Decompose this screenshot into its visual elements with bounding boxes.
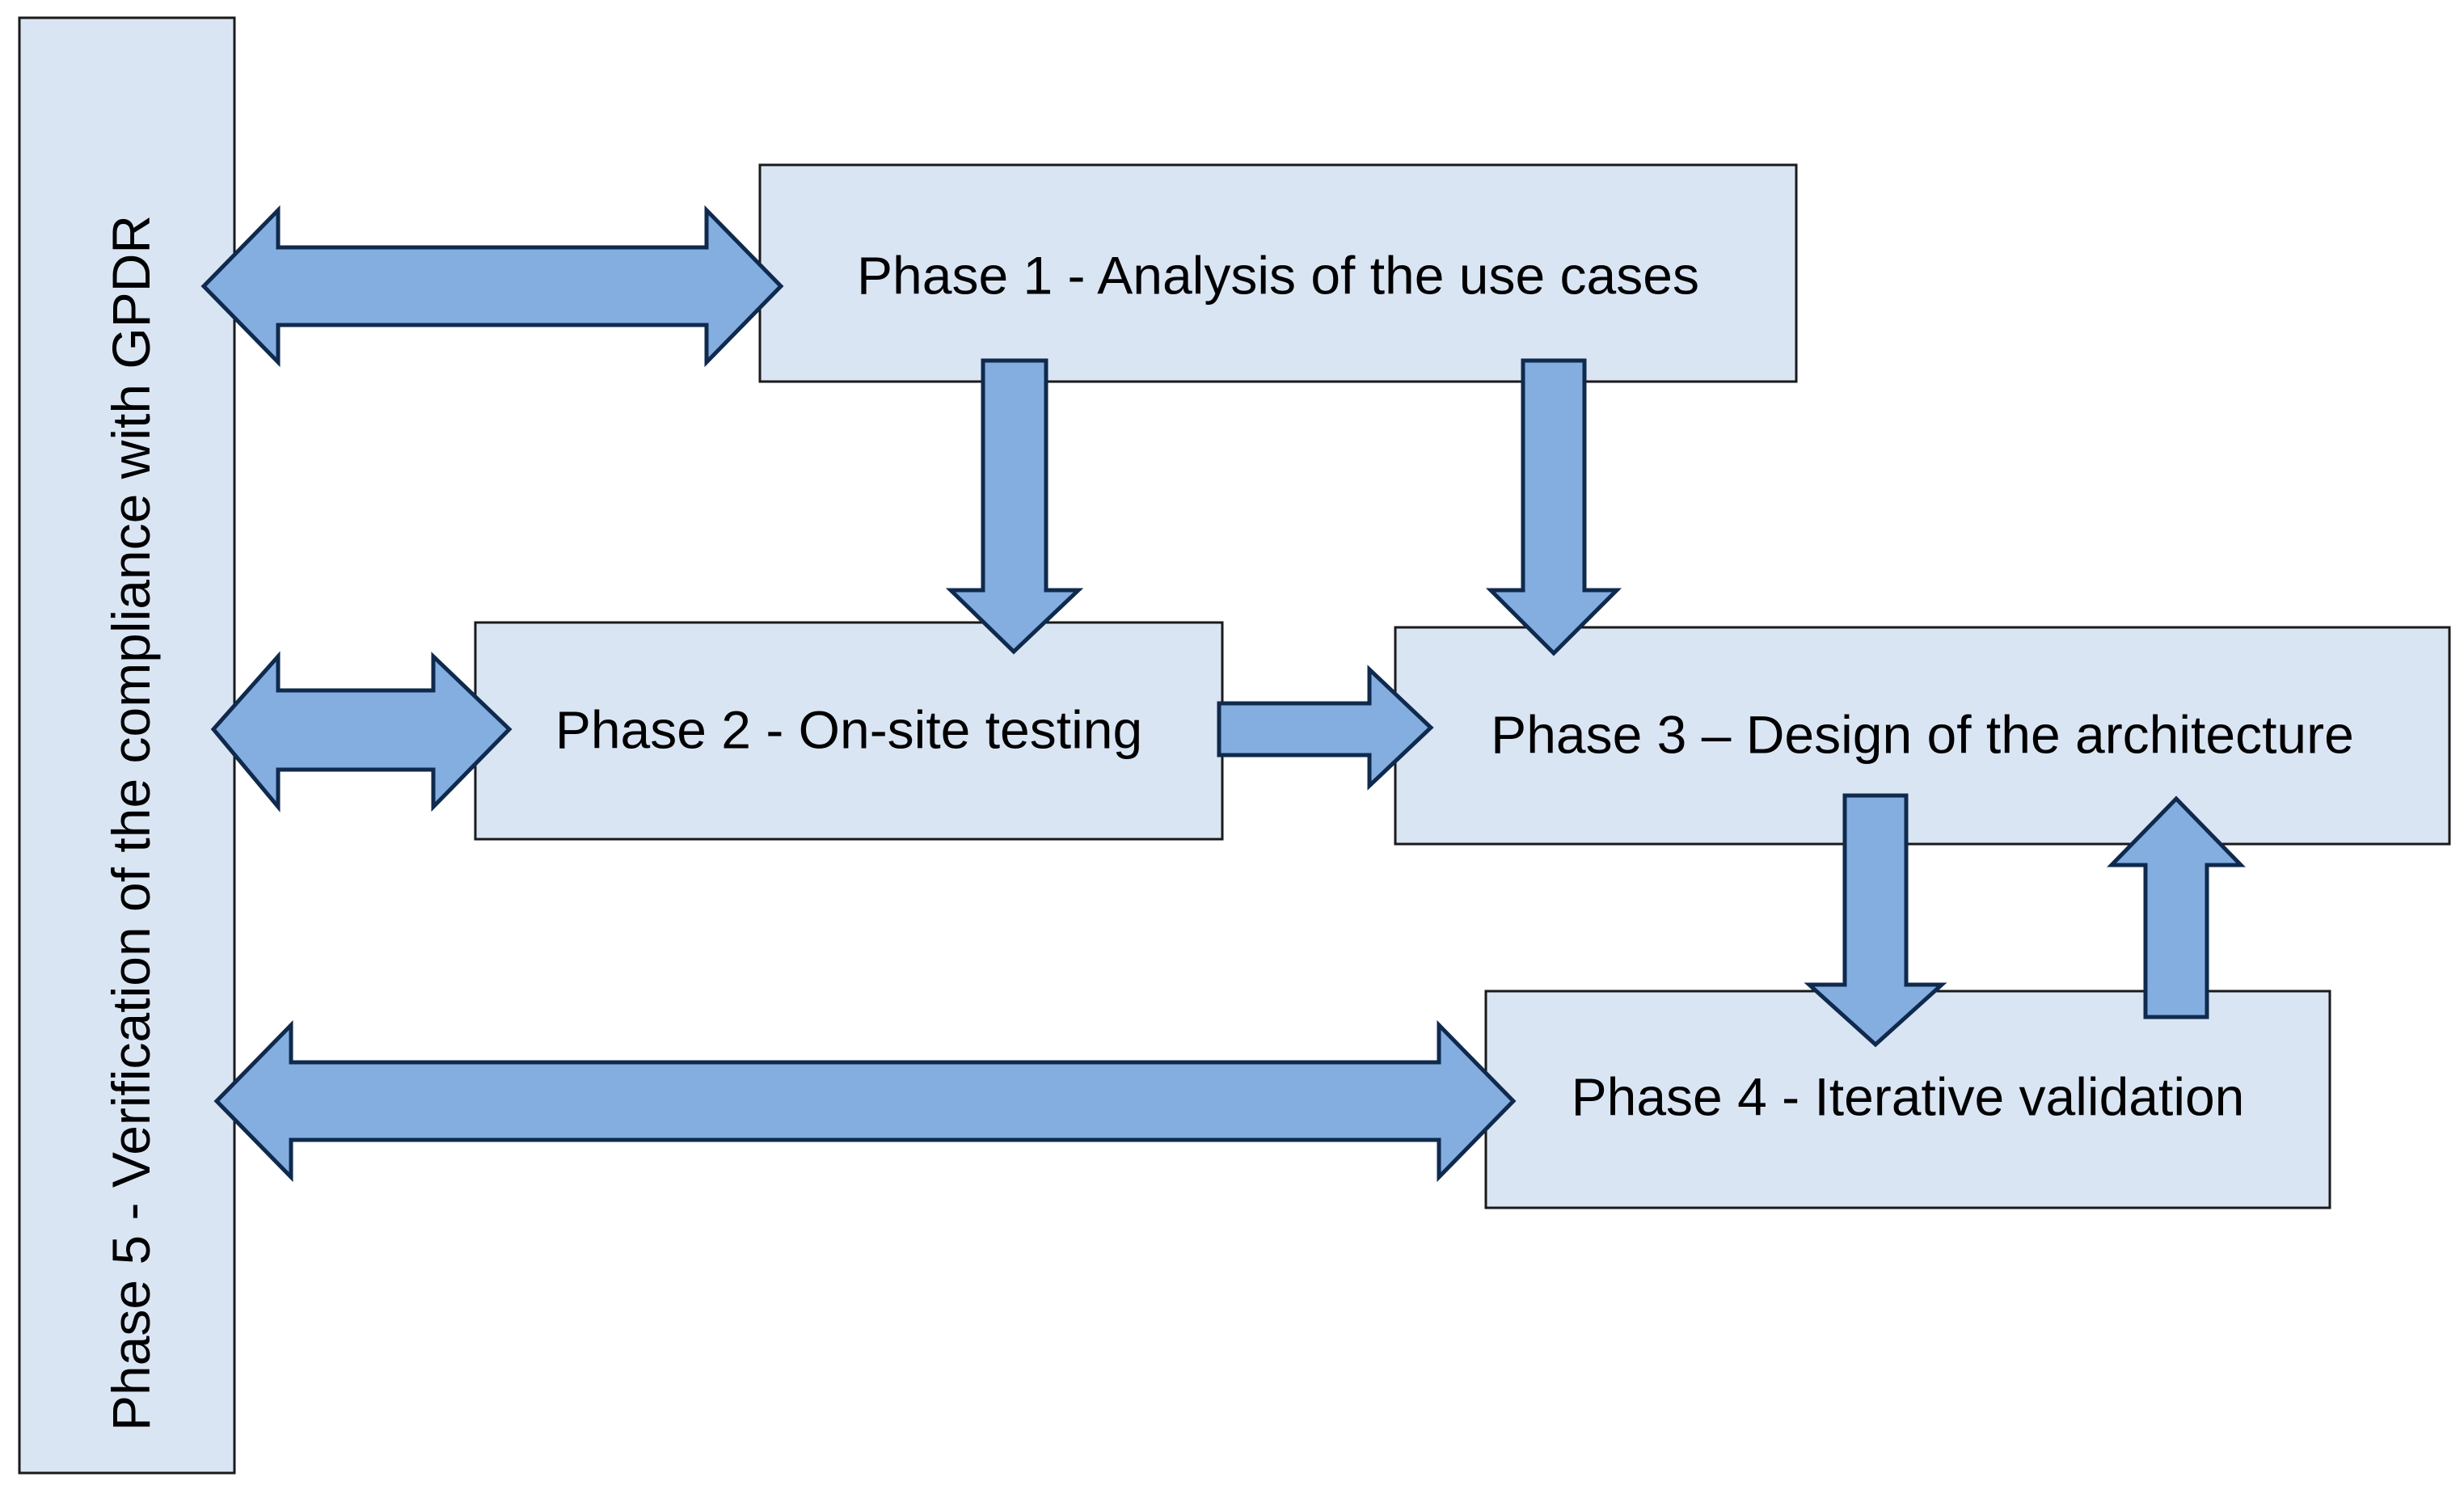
phase1-box: Phase 1 - Analysis of the use cases — [758, 163, 1798, 383]
phase2-box: Phase 2 - On-site testing — [474, 621, 1224, 841]
phase4-label: Phase 4 - Iterative validation — [1572, 1066, 2245, 1126]
double-arrow-phase5-phase4 — [213, 1019, 1517, 1183]
right-arrow-phase2-phase3 — [1217, 665, 1434, 791]
phase4-box: Phase 4 - Iterative validation — [1484, 990, 2331, 1209]
phase3-label: Phase 3 – Design of the architecture — [1491, 704, 2354, 764]
up-arrow-phase4-phase3 — [2107, 796, 2246, 1019]
down-arrow-phase1-phase2 — [945, 358, 1084, 655]
phase2-label: Phase 2 - On-site testing — [555, 699, 1142, 759]
phase3-box: Phase 3 – Design of the architecture — [1394, 626, 2451, 846]
double-arrow-phase5-phase1 — [200, 205, 784, 368]
down-arrow-phase1-phase3 — [1485, 358, 1622, 656]
phase5-box: Phase 5 - Verification of the compliance… — [18, 16, 236, 1475]
phase5-label: Phase 5 - Verification of the compliance… — [101, 215, 161, 1431]
phase1-label: Phase 1 - Analysis of the use cases — [857, 245, 1699, 305]
down-arrow-phase3-phase4 — [1804, 793, 1947, 1048]
double-arrow-phase5-phase2 — [210, 651, 513, 812]
